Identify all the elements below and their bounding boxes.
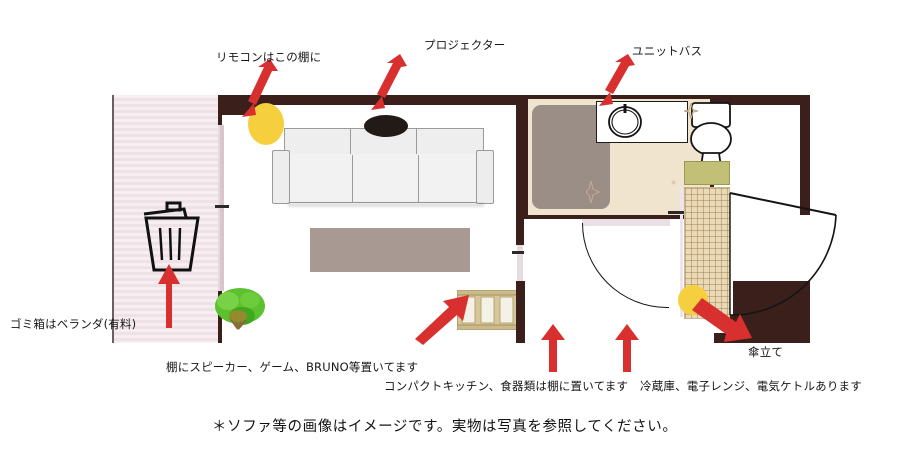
arrow-projector <box>358 52 418 118</box>
plant-icon <box>212 285 268 333</box>
arrow-shelf-items <box>413 293 477 345</box>
sofa-seat-seam <box>352 155 353 202</box>
arrow-balcony-trash <box>148 258 192 330</box>
rug <box>310 228 470 272</box>
sparkle-icon <box>683 100 699 123</box>
wall-partition-vertical <box>516 95 525 245</box>
genkan-step-line <box>680 187 683 317</box>
sink-vanity <box>596 101 688 143</box>
arrow-umbrella-stand <box>690 292 762 346</box>
sofa-seat-seam <box>418 155 419 202</box>
annotation-appliances: 冷蔵庫、電子レンジ、電気ケトルあります <box>640 379 862 393</box>
trash-bin-icon <box>140 200 204 272</box>
annotation-compact-kitchen: コンパクトキッチン、食器類は棚に置いてます <box>384 379 629 393</box>
annotation-balcony-trash: ゴミ箱はベランダ(有料) <box>10 317 137 331</box>
annotation-shelf-items: 棚にスピーカー、ゲーム、BRUNO等置いてます <box>166 360 419 374</box>
bath-room <box>524 95 732 219</box>
annotation-remote-shelf: リモコンはこの棚に <box>216 50 322 64</box>
sofa-arm-left <box>272 150 290 204</box>
wall-hall-left-nub <box>516 281 525 343</box>
entrance-door-handle-mark <box>668 211 684 214</box>
disclaimer-caption: ＊ソファ等の画像はイメージです。実物は写真を参照してください。 <box>212 419 678 435</box>
window-handle-mark <box>215 205 229 208</box>
wall-top <box>220 95 810 105</box>
front-door-swing-arc <box>728 183 840 323</box>
balcony-divider <box>218 117 221 321</box>
arrow-compact-kitchen <box>538 322 572 374</box>
sofa-arm-right <box>476 150 494 204</box>
sofa-back-seam <box>416 128 417 154</box>
projector-oval <box>364 115 408 137</box>
sofa-back-seam <box>350 128 351 154</box>
sofa-shadow <box>288 203 484 207</box>
shoe-cabinet <box>684 161 730 185</box>
annotation-umbrella-stand: 傘立て <box>748 345 784 359</box>
sliding-door-handle-mark <box>512 251 526 254</box>
window-glazing <box>220 125 224 291</box>
sparkle-icon <box>585 180 604 207</box>
floorplan-drawing <box>112 95 837 343</box>
sofa-seat <box>286 154 482 203</box>
front-door-leaf <box>730 187 733 315</box>
wall-right <box>800 95 810 215</box>
annotation-projector: プロジェクター <box>424 38 506 52</box>
wall-left-upper <box>218 95 223 125</box>
sliding-door-living <box>517 245 523 303</box>
arrow-remote-shelf <box>230 55 290 125</box>
sofa <box>272 128 494 208</box>
arrow-unit-bath <box>586 52 646 112</box>
arrow-appliances <box>612 322 646 374</box>
annotation-unit-bath: ユニットバス <box>632 44 703 58</box>
